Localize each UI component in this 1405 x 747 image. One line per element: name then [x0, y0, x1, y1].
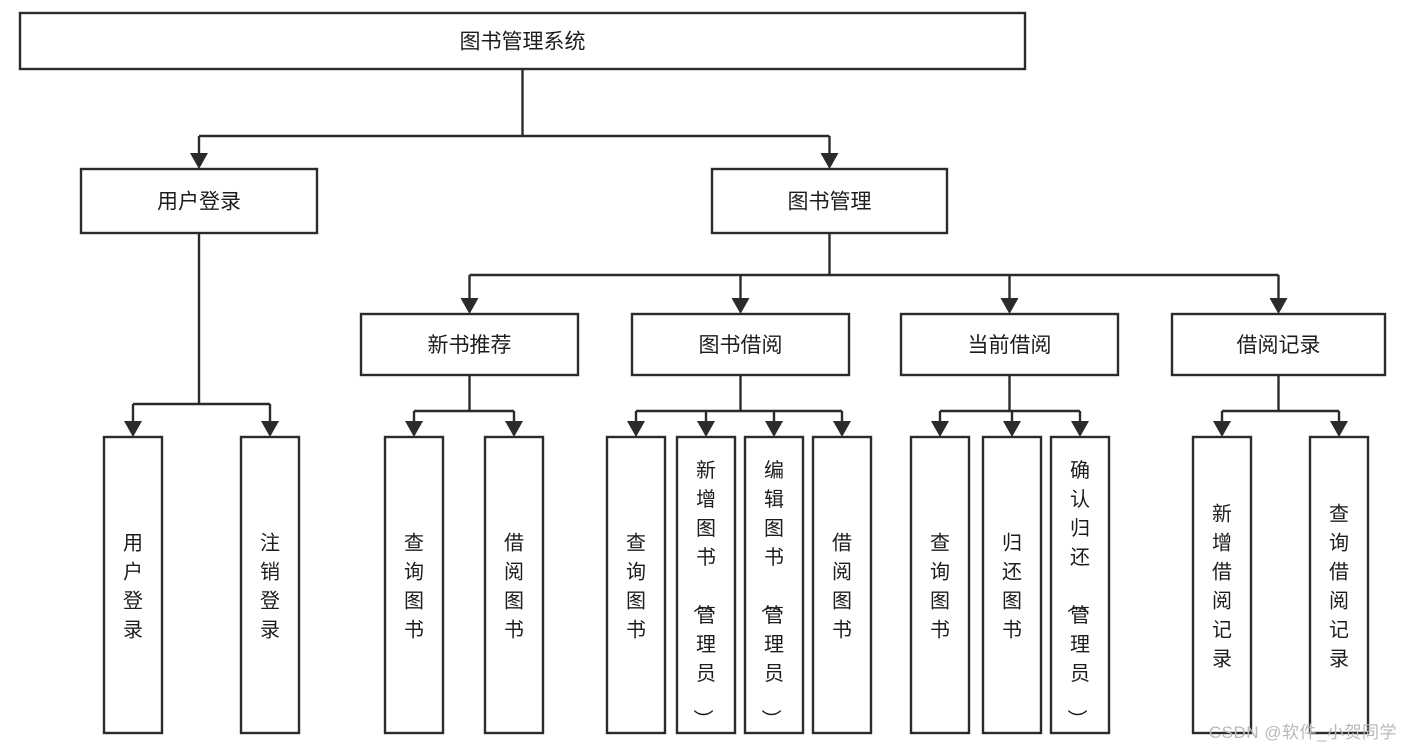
node-label-book-borrow: 图书借阅: [699, 334, 783, 357]
arrowhead-root-0: [190, 153, 208, 169]
node-box-leaf-add-borrow-record[interactable]: [1191, 435, 1253, 735]
node-label-root: 图书管理系统: [460, 31, 586, 54]
node-box-user-login[interactable]: [79, 167, 319, 235]
node-box-leaf-add-book-admin[interactable]: [675, 435, 737, 735]
node-box-new-book-recommend[interactable]: [359, 312, 580, 377]
node-user-login[interactable]: 用户登录: [79, 167, 319, 235]
arrowhead-borrow-record-0: [1213, 421, 1231, 437]
node-leaf-query-book-borrow[interactable]: 查询图书: [605, 435, 667, 735]
node-leaf-borrow-book[interactable]: 借阅图书: [811, 435, 873, 735]
arrowhead-book-borrow-1: [697, 421, 715, 437]
node-box-borrow-record[interactable]: [1170, 312, 1387, 377]
arrowhead-user-login-0: [124, 421, 142, 437]
node-leaf-confirm-return-admin[interactable]: 确认归还（管理员）: [1049, 435, 1111, 735]
node-current-borrow[interactable]: 当前借阅: [899, 312, 1120, 377]
csdn-watermark: CSDN @软件_小贺同学: [1208, 723, 1397, 742]
node-label-leaf-borrow-book-rec: 借阅图书: [504, 532, 524, 642]
node-label-borrow-record: 借阅记录: [1237, 334, 1321, 357]
node-box-leaf-user-login[interactable]: [102, 435, 164, 735]
node-leaf-query-book-cur[interactable]: 查询图书: [909, 435, 971, 735]
arrowhead-book-borrow-2: [765, 421, 783, 437]
arrowhead-book-management-3: [1269, 298, 1288, 314]
node-label-leaf-query-book-borrow: 查询图书: [626, 532, 646, 642]
node-leaf-add-book-admin[interactable]: 新增图书（管理员）: [675, 435, 737, 735]
node-box-leaf-query-book-cur[interactable]: [909, 435, 971, 735]
node-label-leaf-edit-book-admin: 编辑图书（管理员）: [759, 459, 784, 729]
node-label-leaf-borrow-book: 借阅图书: [832, 532, 852, 642]
node-box-root[interactable]: [18, 11, 1027, 71]
node-box-leaf-borrow-book-rec[interactable]: [483, 435, 545, 735]
arrowhead-current-borrow-0: [931, 421, 949, 437]
arrowhead-borrow-record-1: [1330, 421, 1348, 437]
arrowhead-book-borrow-3: [833, 421, 851, 437]
connectors-layer: [124, 69, 1348, 437]
node-label-leaf-query-borrow-record: 查询借阅记录: [1329, 503, 1349, 671]
arrowhead-current-borrow-2: [1071, 421, 1089, 437]
node-label-new-book-recommend: 新书推荐: [428, 334, 512, 357]
arrowhead-new-book-recommend-1: [505, 421, 523, 437]
node-box-leaf-logout-login[interactable]: [239, 435, 301, 735]
node-label-leaf-logout-login: 注销登录: [260, 532, 280, 642]
arrowhead-book-management-1: [731, 298, 750, 314]
node-box-leaf-return-book[interactable]: [981, 435, 1043, 735]
node-label-leaf-confirm-return-admin: 确认归还（管理员）: [1065, 459, 1090, 729]
arrowhead-root-1: [820, 153, 839, 169]
node-box-leaf-confirm-return-admin[interactable]: [1049, 435, 1111, 735]
node-leaf-edit-book-admin[interactable]: 编辑图书（管理员）: [743, 435, 805, 735]
node-box-leaf-query-book-rec[interactable]: [383, 435, 445, 735]
node-label-user-login: 用户登录: [157, 191, 241, 214]
node-borrow-record[interactable]: 借阅记录: [1170, 312, 1387, 377]
node-label-current-borrow: 当前借阅: [968, 334, 1052, 357]
arrowhead-new-book-recommend-0: [405, 421, 423, 437]
arrowhead-book-management-2: [1000, 298, 1019, 314]
node-leaf-query-book-rec[interactable]: 查询图书: [383, 435, 445, 735]
node-label-leaf-add-borrow-record: 新增借阅记录: [1212, 503, 1232, 671]
node-leaf-return-book[interactable]: 归还图书: [981, 435, 1043, 735]
node-leaf-borrow-book-rec[interactable]: 借阅图书: [483, 435, 545, 735]
node-label-leaf-add-book-admin: 新增图书（管理员）: [691, 459, 716, 729]
node-label-book-management: 图书管理: [788, 191, 872, 214]
nodes-layer: 图书管理系统用户登录图书管理新书推荐图书借阅当前借阅借阅记录用户登录注销登录查询…: [18, 11, 1387, 735]
node-label-leaf-query-book-cur: 查询图书: [930, 532, 950, 642]
node-book-borrow[interactable]: 图书借阅: [630, 312, 851, 377]
arrowhead-current-borrow-1: [1003, 421, 1021, 437]
node-box-current-borrow[interactable]: [899, 312, 1120, 377]
node-leaf-add-borrow-record[interactable]: 新增借阅记录: [1191, 435, 1253, 735]
node-leaf-user-login[interactable]: 用户登录: [102, 435, 164, 735]
node-box-book-management[interactable]: [710, 167, 949, 235]
node-box-book-borrow[interactable]: [630, 312, 851, 377]
node-box-leaf-borrow-book[interactable]: [811, 435, 873, 735]
node-box-leaf-edit-book-admin[interactable]: [743, 435, 805, 735]
arrowhead-book-borrow-0: [627, 421, 645, 437]
node-new-book-recommend[interactable]: 新书推荐: [359, 312, 580, 377]
node-box-leaf-query-book-borrow[interactable]: [605, 435, 667, 735]
node-label-leaf-return-book: 归还图书: [1002, 532, 1022, 642]
node-label-leaf-query-book-rec: 查询图书: [404, 532, 424, 642]
node-leaf-logout-login[interactable]: 注销登录: [239, 435, 301, 735]
arrowhead-book-management-0: [460, 298, 479, 314]
node-leaf-query-borrow-record[interactable]: 查询借阅记录: [1308, 435, 1370, 735]
node-book-management[interactable]: 图书管理: [710, 167, 949, 235]
node-box-leaf-query-borrow-record[interactable]: [1308, 435, 1370, 735]
node-label-leaf-user-login: 用户登录: [123, 533, 143, 642]
arrowhead-user-login-1: [261, 421, 279, 437]
node-root[interactable]: 图书管理系统: [18, 11, 1027, 71]
